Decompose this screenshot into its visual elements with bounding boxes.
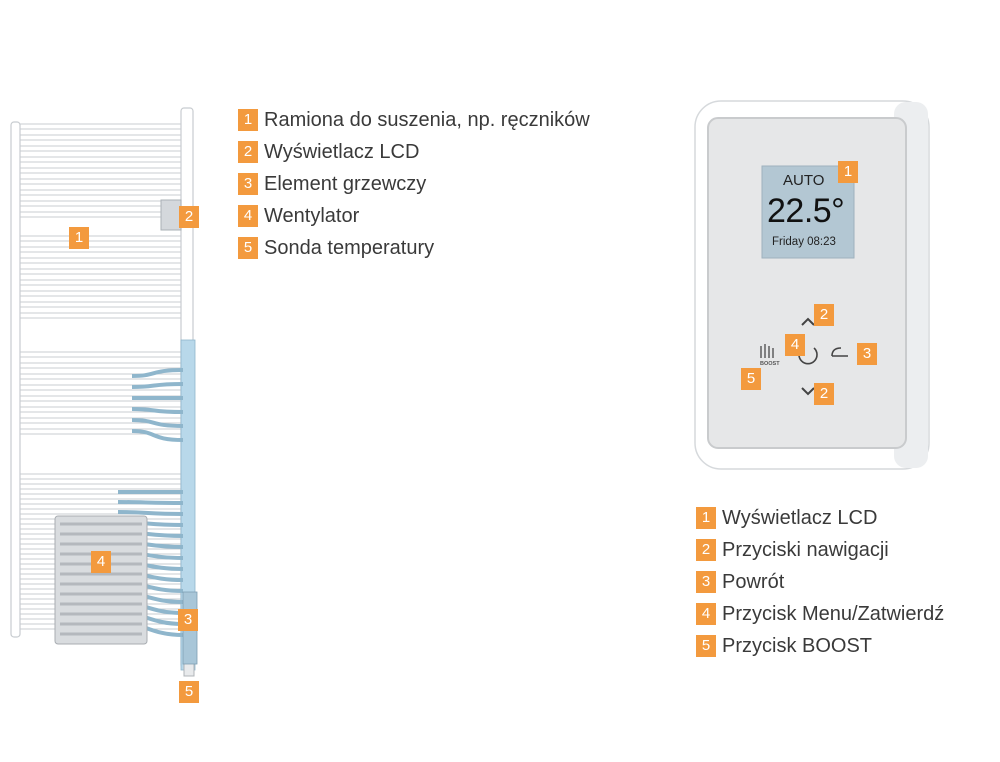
legend-item: 1 Wyświetlacz LCD (696, 502, 944, 534)
drying-rail (13, 290, 189, 297)
legend-label: Powrót (722, 570, 785, 593)
radiator-display (160, 199, 182, 231)
legend-label: Przycisk Menu/Zatwierdź (722, 602, 945, 625)
heating-pipe (117, 510, 184, 516)
lcd-datetime: Friday 08:23 (772, 236, 836, 248)
callout-badge-5: 5 (179, 681, 199, 703)
heating-pipe (131, 418, 184, 428)
legend-item: 5 Sonda temperatury (238, 232, 590, 264)
drying-rail (13, 362, 189, 369)
towel-radiator-illustration (10, 107, 198, 677)
drying-rail (13, 483, 189, 490)
back-arrow-icon[interactable] (831, 347, 848, 357)
drying-rail (13, 156, 189, 163)
legend-badge: 4 (696, 603, 716, 625)
callout-badge-2: 2 (179, 206, 199, 228)
heating-pipe (131, 407, 184, 414)
legend-badge: 1 (696, 507, 716, 529)
drying-rail (13, 178, 189, 185)
legend-badge: 3 (696, 571, 716, 593)
drying-rail (13, 246, 189, 253)
callout-lcd: 1 (838, 161, 858, 183)
legend-badge: 4 (238, 205, 258, 227)
legend-badge: 5 (238, 237, 258, 259)
legend-label: Przycisk BOOST (722, 634, 873, 657)
legend-label: Wyświetlacz LCD (264, 140, 420, 163)
controller-face (707, 117, 907, 449)
drying-rail (13, 268, 189, 275)
legend-item: 2 Wyświetlacz LCD (238, 136, 590, 168)
callout-nav-up: 2 (814, 304, 834, 326)
legend-item: 4 Wentylator (238, 200, 590, 232)
drying-rail (13, 373, 189, 380)
callout-badge-1: 1 (69, 227, 89, 249)
drying-rail (13, 473, 189, 480)
legend-badge: 2 (238, 141, 258, 163)
legend-item: 5 Przycisk BOOST (696, 630, 944, 662)
legend-label: Ramiona do suszenia, np. ręczników (264, 108, 590, 131)
drying-rail (13, 301, 189, 308)
drying-rail (13, 145, 189, 152)
heating-pipe (131, 368, 184, 378)
drying-rail (13, 493, 189, 500)
heating-pipe (131, 429, 184, 442)
legend-label: Wyświetlacz LCD (722, 506, 878, 529)
drying-rail (13, 279, 189, 286)
left-post (10, 121, 21, 638)
legend-label: Sonda temperatury (264, 236, 435, 259)
chevron-down-icon[interactable] (801, 387, 815, 396)
legend-item: 2 Przyciski nawigacji (696, 534, 944, 566)
legend-badge: 1 (238, 109, 258, 131)
chevron-up-icon[interactable] (801, 317, 815, 326)
drying-rail (13, 312, 189, 319)
callout-boost: 5 (741, 368, 761, 390)
legend-item: 4 Przycisk Menu/Zatwierdź (696, 598, 944, 630)
callout-menu: 4 (785, 334, 805, 356)
legend-item: 1 Ramiona do suszenia, np. ręczników (238, 104, 590, 136)
drying-rail (13, 351, 189, 358)
legend-item: 3 Element grzewczy (238, 168, 590, 200)
lcd-temperature: 22.5° (767, 192, 845, 230)
boost-icon[interactable] (760, 344, 774, 358)
callout-nav-down: 2 (814, 383, 834, 405)
heating-pipe (131, 382, 184, 389)
drying-rail (13, 235, 189, 242)
legend-badge: 5 (696, 635, 716, 657)
drying-rail (13, 134, 189, 141)
legend-label: Przyciski nawigacji (722, 538, 889, 561)
legend-label: Element grzewczy (264, 172, 427, 195)
callout-back: 3 (857, 343, 877, 365)
lcd-mode: AUTO (783, 172, 825, 189)
legend-badge: 2 (696, 539, 716, 561)
controller-panel (694, 100, 930, 470)
drying-rail (13, 428, 189, 435)
drying-rail (13, 123, 189, 130)
legend-label: Wentylator (264, 204, 360, 227)
drying-rail (13, 257, 189, 264)
heating-pipe (117, 500, 184, 505)
radiator-legend: 1 Ramiona do suszenia, np. ręczników 2 Wyś… (238, 104, 590, 264)
legend-item: 3 Powrót (696, 566, 944, 598)
drying-rail (13, 167, 189, 174)
boost-label: BOOST (760, 361, 780, 367)
drying-rail (13, 189, 189, 196)
drying-rail (13, 417, 189, 424)
fan-unit (54, 515, 148, 645)
legend-badge: 3 (238, 173, 258, 195)
callout-badge-3: 3 (178, 609, 198, 631)
callout-badge-4: 4 (91, 551, 111, 573)
